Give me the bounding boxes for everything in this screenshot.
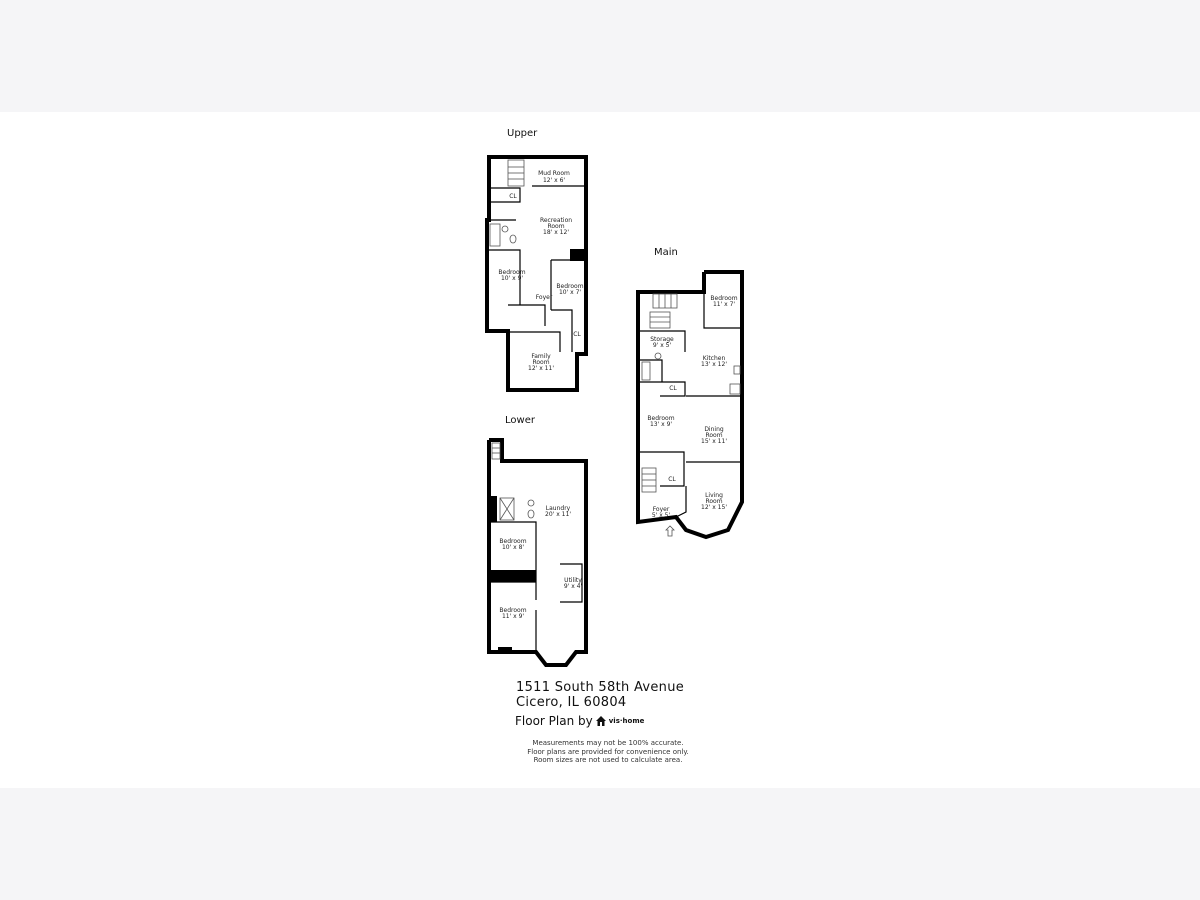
room-dims: 13' x 12' [701, 361, 727, 368]
room-dims: 12' x 6' [543, 177, 565, 184]
room-dims: 12' x 15' [701, 504, 727, 511]
upper-wall [551, 309, 573, 352]
room-dims: 9' x 4' [564, 583, 583, 590]
room-dims: 20' x 11' [545, 511, 571, 518]
disclaimer-line: Measurements may not be 100% accurate. [532, 739, 684, 747]
room-dims: 18' x 12' [543, 229, 569, 236]
room-name: Room [705, 432, 722, 439]
lower-floor-label: Lower [505, 415, 536, 426]
disclaimer-line: Floor plans are provided for convenience… [527, 747, 689, 756]
room-name: Foyer [536, 294, 553, 301]
address-line-2: Cicero, IL 60804 [516, 695, 627, 710]
upper-wall [489, 187, 521, 203]
main-wall [638, 330, 686, 352]
house-icon [595, 716, 606, 726]
upper-bath-fixtures [489, 223, 517, 247]
main-wall [638, 359, 663, 382]
address-line-1: 1511 South 58th Avenue [516, 680, 685, 695]
main-fixtures [641, 352, 741, 395]
disclaimer-line: Room sizes are not used to calculate are… [533, 756, 683, 764]
room-dims: 9' x 5' [653, 342, 672, 349]
upper-outline [485, 155, 588, 392]
room-name: Family [531, 353, 551, 360]
main-wall [703, 292, 742, 329]
room-name: Utility [564, 577, 582, 584]
room-dims: 5' x 5' [652, 512, 671, 519]
room-name: Bedroom [499, 607, 526, 614]
main-stairs [641, 293, 678, 493]
room-name: Bedroom [556, 283, 583, 290]
upper-wall [508, 331, 561, 352]
room-dims: 10' x 9' [501, 275, 523, 282]
room-name: Foyer [653, 506, 670, 513]
room-dims: 10' x 7' [559, 289, 581, 296]
room-name: Room [532, 359, 549, 366]
room-name: Room [547, 223, 564, 230]
main-closet-label: CL [668, 476, 676, 483]
main-closet-label: CL [669, 385, 677, 392]
upper-chimney [570, 249, 586, 261]
room-dims: 15' x 11' [701, 438, 727, 445]
disclaimer: Measurements may not be 100% accurate. F… [508, 739, 708, 765]
credit-prefix: Floor Plan by [515, 714, 593, 728]
room-name: Room [705, 498, 722, 505]
lower-fixture [498, 647, 512, 652]
floor-plan-drawing: Upper CL Mud Room 12' x 6' Recreation Ro… [485, 128, 744, 667]
room-dims: 12' x 11' [528, 365, 554, 372]
main-wall [675, 486, 687, 518]
room-name: Living [705, 492, 723, 499]
lower-wall [489, 521, 537, 600]
room-name: Bedroom [647, 415, 674, 422]
lower-beam [489, 570, 536, 582]
upper-closet-label: CL [573, 331, 581, 338]
main-floor: Main Bedroom 11' x 7' S [636, 247, 744, 540]
room-dims: 10' x 8' [502, 544, 524, 551]
lower-chimney [489, 496, 497, 522]
room-name: Bedroom [498, 269, 525, 276]
upper-floor: Upper CL Mud Room 12' x 6' Recreation Ro… [485, 128, 588, 392]
upper-floor-label: Upper [507, 128, 538, 139]
room-dims: 11' x 9' [502, 613, 524, 620]
lower-fixtures [491, 442, 535, 521]
room-name: Storage [650, 336, 674, 343]
room-name: Kitchen [703, 355, 726, 362]
credit-brand: vis·home [608, 717, 645, 725]
main-wall [638, 381, 686, 397]
entry-arrow-icon [665, 525, 675, 537]
main-outline [636, 270, 744, 540]
room-name: Bedroom [710, 295, 737, 302]
upper-wall [487, 249, 521, 305]
room-name: Recreation [540, 217, 572, 224]
floor-plan-sheet: Upper CL Mud Room 12' x 6' Recreation Ro… [0, 112, 1200, 788]
lower-outline [487, 438, 588, 667]
room-name: Mud Room [538, 170, 570, 177]
room-dims: 11' x 7' [713, 301, 735, 308]
main-floor-label: Main [654, 247, 678, 258]
room-name: Bedroom [499, 538, 526, 545]
upper-closet-label: CL [509, 193, 517, 200]
upper-stairs [507, 159, 525, 187]
lower-floor: Lower Laundry 20' x 11' Bedroom 10' x 8'… [487, 415, 588, 667]
room-dims: 13' x 9' [650, 421, 672, 428]
upper-wall [508, 304, 546, 326]
main-wall [638, 451, 685, 487]
room-name: Dining [704, 426, 724, 433]
room-name: Laundry [546, 505, 571, 512]
lower-wall [560, 563, 583, 603]
floor-plan-credit: Floor Plan by vis·home [515, 714, 644, 728]
